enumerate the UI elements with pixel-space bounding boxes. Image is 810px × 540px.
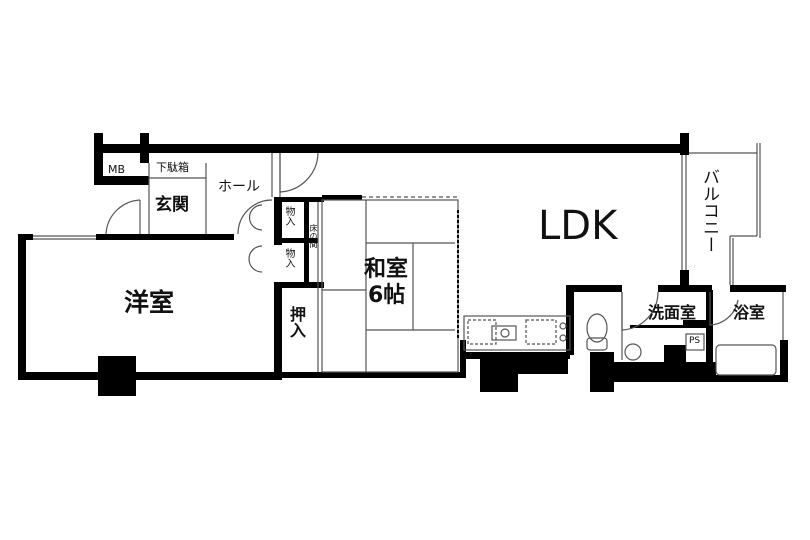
label-storage-2: 物入 bbox=[283, 248, 294, 268]
label-balcony: バルコニー bbox=[699, 168, 719, 253]
label-ps: PS bbox=[689, 336, 701, 346]
label-washitsu: 和室 bbox=[364, 257, 409, 282]
thin-lines bbox=[33, 143, 784, 376]
door-swings bbox=[105, 152, 739, 331]
outer-walls bbox=[18, 133, 788, 396]
label-hall: ホール bbox=[218, 179, 260, 195]
label-closet: 押入 bbox=[287, 306, 306, 338]
label-ldk: LDK bbox=[538, 203, 618, 249]
label-bathroom: 浴室 bbox=[733, 303, 766, 322]
label-mb: MB bbox=[108, 163, 126, 176]
label-tokonoma: 床の間 bbox=[309, 224, 318, 248]
label-genkan: 玄関 bbox=[155, 195, 189, 215]
label-shoe-box: 下駄箱 bbox=[156, 161, 189, 174]
label-washitsu-size: 6帖 bbox=[368, 283, 406, 308]
label-youshitsu: 洋室 bbox=[124, 288, 175, 317]
label-washroom: 洗面室 bbox=[648, 303, 697, 322]
label-storage-1: 物入 bbox=[283, 206, 294, 226]
